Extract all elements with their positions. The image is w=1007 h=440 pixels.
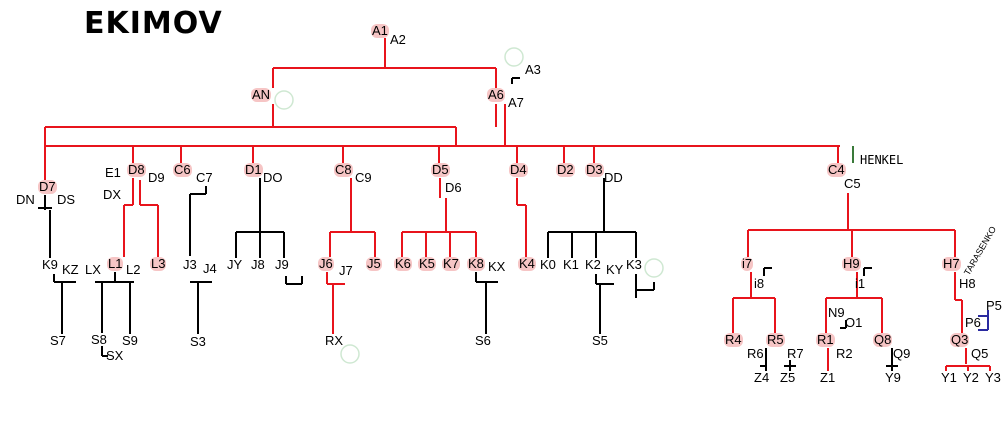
node-c9: C9: [355, 170, 372, 185]
node-y1: Y1: [941, 370, 957, 385]
node-e1: E1: [105, 165, 121, 180]
node-r5: R5: [766, 332, 785, 347]
node-an: AN: [251, 87, 272, 102]
node-a3: A3: [525, 62, 541, 77]
node-j3: J3: [183, 257, 197, 272]
node-y9: Y9: [885, 370, 901, 385]
faint-ring: [644, 258, 664, 278]
node-sx: SX: [106, 348, 124, 363]
node-j5: J5: [366, 256, 382, 271]
node-c5: C5: [844, 176, 861, 191]
node-l1: L1: [107, 256, 124, 271]
node-r6: R6: [747, 346, 764, 361]
node-d1: D1: [244, 162, 263, 177]
node-k0: K0: [540, 257, 556, 272]
node-d3: D3: [585, 162, 604, 177]
node-d7: D7: [38, 179, 57, 194]
node-kz: KZ: [62, 262, 79, 277]
node-l2: L2: [126, 262, 141, 277]
node-r4: R4: [724, 332, 743, 347]
node-q3: Q3: [950, 332, 970, 347]
node-k3: K3: [626, 257, 642, 272]
node-d2: D2: [556, 162, 575, 177]
node-dx: DX: [103, 187, 122, 202]
node-d6: D6: [445, 180, 462, 195]
faint-ring: [340, 344, 360, 364]
node-k6: K6: [394, 256, 412, 271]
label-henkel: HENKEL: [860, 153, 904, 167]
node-y3: Y3: [985, 370, 1001, 385]
node-s6: S6: [475, 333, 491, 348]
node-d8: D8: [127, 162, 146, 177]
node-a1: A1: [371, 23, 389, 38]
node-r2: R2: [836, 346, 853, 361]
node-a2: A2: [390, 32, 406, 47]
node-q5: Q5: [971, 346, 989, 361]
node-d5: D5: [431, 162, 450, 177]
node-a7: A7: [508, 95, 524, 110]
node-z1: Z1: [820, 370, 836, 385]
node-jy: JY: [227, 257, 243, 272]
node-o1: O1: [845, 315, 863, 330]
node-z4: Z4: [754, 370, 770, 385]
node-s7: S7: [50, 333, 66, 348]
node-n9: N9: [828, 305, 845, 320]
diagram-title: EKIMOV: [84, 6, 223, 41]
node-k4: K4: [518, 256, 536, 271]
node-do: DO: [263, 170, 283, 185]
node-q9: Q9: [893, 346, 911, 361]
node-i8: i8: [754, 276, 765, 291]
faint-ring: [504, 47, 524, 67]
faint-ring: [274, 90, 294, 110]
node-d4: D4: [509, 162, 528, 177]
node-k5: K5: [418, 256, 436, 271]
node-s5: S5: [592, 333, 608, 348]
node-p5: P5: [986, 298, 1002, 313]
node-j4: J4: [203, 261, 217, 276]
node-k9: K9: [42, 257, 58, 272]
node-h9: H9: [842, 256, 861, 271]
node-z5: Z5: [780, 370, 796, 385]
node-d9: D9: [148, 170, 165, 185]
node-i7: i7: [741, 256, 754, 271]
node-s3: S3: [190, 334, 206, 349]
node-r1: R1: [816, 332, 835, 347]
node-h8: H8: [959, 276, 976, 291]
node-k1: K1: [563, 257, 579, 272]
node-a6: A6: [487, 87, 505, 102]
node-lx: LX: [85, 262, 101, 277]
node-k7: K7: [442, 256, 460, 271]
node-c4: C4: [827, 162, 846, 177]
node-h7: H7: [942, 256, 961, 271]
node-p6: P6: [965, 315, 981, 330]
node-ds: DS: [57, 192, 76, 207]
node-s8: S8: [91, 332, 107, 347]
node-y2: Y2: [963, 370, 979, 385]
node-c7: C7: [196, 170, 213, 185]
node-k2: K2: [585, 257, 601, 272]
node-s9: S9: [122, 333, 138, 348]
node-dd: DD: [604, 170, 623, 185]
node-i1: i1: [855, 276, 866, 291]
node-c6: C6: [173, 162, 192, 177]
node-k8: K8: [467, 256, 485, 271]
node-j9: J9: [275, 257, 289, 272]
node-j6: J6: [318, 256, 334, 271]
node-j8: J8: [251, 257, 265, 272]
node-ky: KY: [606, 262, 624, 277]
node-l3: L3: [150, 256, 167, 271]
node-kx: KX: [488, 259, 506, 274]
node-dn: DN: [16, 192, 35, 207]
node-j7: J7: [339, 263, 353, 278]
node-r7: R7: [787, 346, 804, 361]
node-q8: Q8: [873, 332, 893, 347]
node-c8: C8: [334, 162, 353, 177]
node-rx: RX: [325, 333, 344, 348]
